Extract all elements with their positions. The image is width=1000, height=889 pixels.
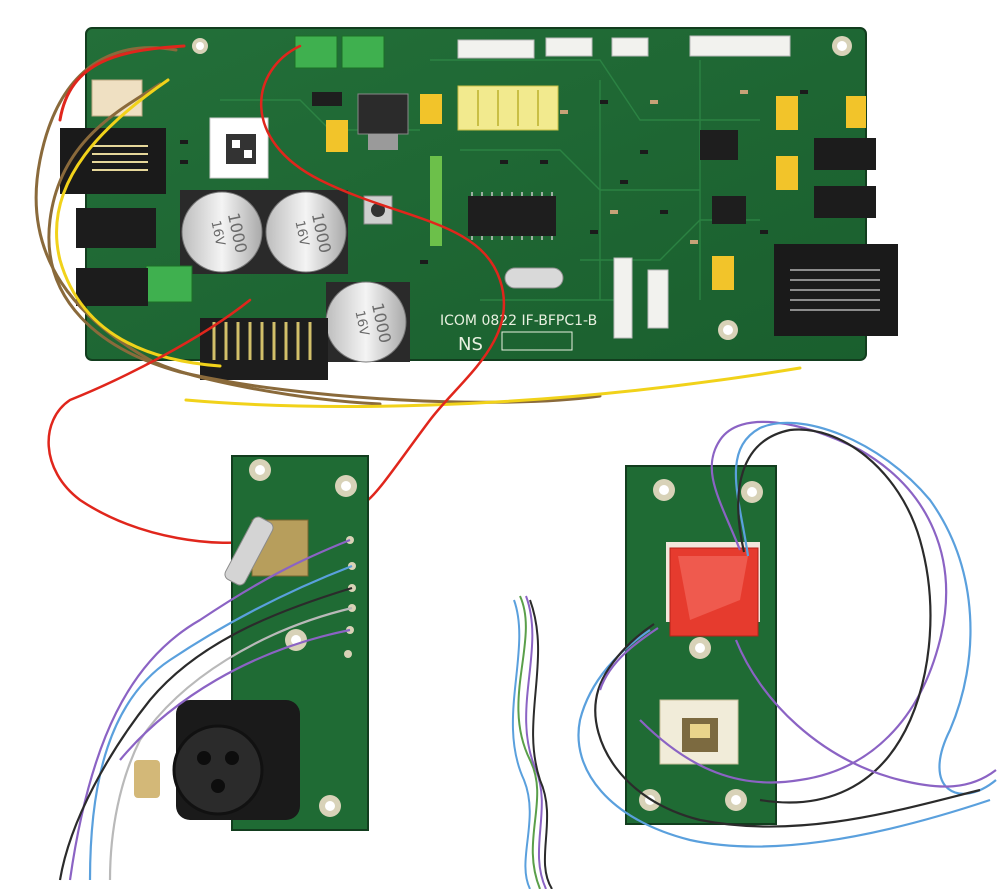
beige-coil (91, 79, 143, 117)
silkscreen-box (501, 331, 573, 351)
green-pin-header (430, 156, 442, 246)
mounting-hole (689, 637, 711, 659)
audio-jack (814, 186, 876, 218)
board-mark-silkscreen: NS (458, 334, 483, 355)
main-board-wires (34, 44, 802, 545)
electrolytic-capacitor: 1000 16V (264, 190, 348, 274)
tantalum-capacitor (776, 96, 798, 130)
smd-ic-chip (312, 92, 342, 106)
main-board: 1000 16V 1000 16V 1000 16V (60, 27, 898, 380)
voltage-regulator (357, 93, 409, 135)
red-push-button (666, 542, 760, 637)
yellow-relay (457, 85, 559, 131)
rj-modular-jack (659, 699, 739, 765)
button-board (625, 465, 777, 825)
white-header-connector (613, 257, 633, 339)
potentiometer (224, 516, 309, 586)
white-header-connector (611, 37, 649, 57)
green-terminal-block (145, 265, 193, 303)
tantalum-capacitor (326, 120, 348, 152)
tantalum-capacitor (846, 96, 866, 128)
audio-jack (814, 138, 876, 170)
tantalum-capacitor (420, 94, 442, 124)
mounting-hole (741, 481, 763, 503)
smd-ic-chip (468, 196, 556, 236)
smd-ic-chip (700, 130, 738, 160)
pin-header-strip (200, 318, 328, 380)
xlr-latch-tab (134, 760, 160, 798)
svg-text:16V: 16V (351, 309, 371, 337)
mounting-hole (725, 789, 747, 811)
audio-jack (76, 268, 148, 306)
button-board-wires (577, 420, 997, 848)
mounting-hole (335, 475, 357, 497)
xlr-board-wires (58, 538, 353, 881)
tantalum-capacitor (712, 256, 734, 290)
tantalum-capacitor (776, 156, 798, 190)
green-terminal-block (341, 35, 385, 69)
svg-text:16V: 16V (207, 219, 227, 247)
mounting-hole (249, 459, 271, 481)
green-terminal-block (294, 35, 338, 69)
smd-ic-chip (712, 196, 746, 224)
electrolytic-capacitor: 1000 16V (325, 281, 410, 363)
xlr-female-connector (172, 700, 300, 820)
mounting-hole (192, 38, 208, 54)
loose-wire-bundle (511, 595, 553, 889)
board-model-silkscreen: ICOM 0822 IF-BFPC1-B (440, 313, 597, 329)
electrolytic-capacitor: 1000 16V (180, 190, 264, 274)
white-header-connector (545, 37, 593, 57)
svg-text:16V: 16V (291, 219, 311, 247)
crystal-oscillator (504, 267, 564, 289)
mounting-hole (718, 320, 738, 340)
white-header-connector (457, 39, 535, 59)
mounting-hole (832, 36, 852, 56)
white-header-connector (647, 269, 669, 329)
white-header-connector (689, 35, 791, 57)
mounting-hole (653, 479, 675, 501)
mounting-hole (319, 795, 341, 817)
audio-jack (76, 208, 156, 248)
